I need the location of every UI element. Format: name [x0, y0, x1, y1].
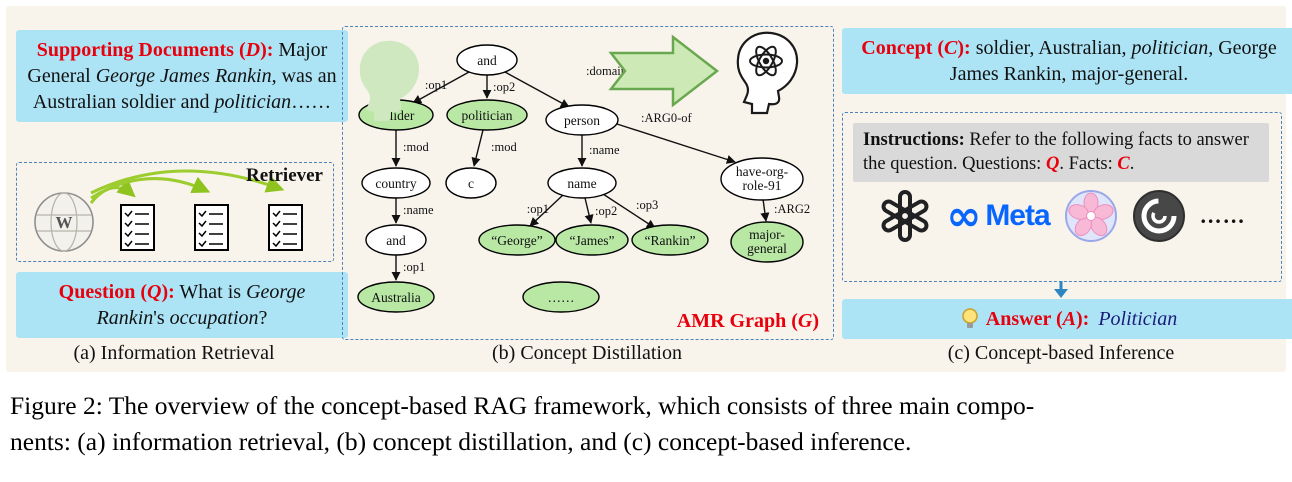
- figure-caption: Figure 2: The overview of the concept-ba…: [10, 388, 1284, 460]
- figure-caption-line-2: nents: (a) information retrieval, (b) co…: [10, 427, 912, 457]
- edge-label: :mod: [403, 140, 429, 154]
- edge-label: :name: [589, 143, 620, 157]
- meta-wordmark: Meta: [985, 198, 1050, 232]
- concept-distillation-box: :op1 :op2 :domain :mod :mod :name :name …: [342, 26, 834, 340]
- edge-label: :op2: [493, 80, 515, 94]
- inference-box: Instructions: Refer to the following fac…: [842, 112, 1282, 282]
- document-icon: [194, 204, 229, 251]
- node-name: name: [547, 167, 617, 199]
- figure-caption-line-1: Figure 2: The overview of the concept-ba…: [10, 391, 1035, 420]
- supporting-documents-label: Supporting Documents (D):: [36, 39, 274, 61]
- question-box: Question (Q): What is George Rankin's oc…: [16, 272, 348, 338]
- concept-text: soldier, Australian, politician, George …: [949, 37, 1277, 85]
- answer-label: Answer (A):: [985, 308, 1090, 330]
- sakura-logo: [1064, 190, 1117, 242]
- edge-label: :op1: [403, 260, 425, 274]
- openai-logo: [881, 190, 929, 242]
- node-australia: Australia: [357, 281, 435, 313]
- wikipedia-globe-icon: W: [34, 192, 94, 252]
- node-have-org-role-91: have-org- role-91: [720, 157, 804, 201]
- edge-label: :ARG0-of: [641, 111, 693, 125]
- svg-text:major-: major-: [749, 227, 785, 242]
- meta-infinity-icon: ∞: [946, 191, 982, 241]
- svg-text:Australia: Australia: [371, 290, 421, 305]
- script-q-symbol: Q: [1045, 154, 1060, 175]
- supporting-documents-text: Major General George James Rankin, was a…: [27, 39, 337, 113]
- node-person: person: [545, 104, 619, 136]
- svg-text:name: name: [567, 176, 596, 191]
- edge-label: :domain: [586, 64, 628, 78]
- edge-label: :op3: [636, 198, 658, 212]
- node-james: “James”: [555, 224, 629, 256]
- amr-nodes: and solider politician person country c: [357, 44, 804, 313]
- panel-c-caption: (c) Concept-based Inference: [947, 342, 1175, 364]
- supporting-documents-box: Supporting Documents (D): Major General …: [16, 30, 348, 122]
- llm-logos-row: ∞ Meta ……: [843, 189, 1281, 243]
- retriever-label: Retriever: [246, 165, 323, 186]
- retrieval-arrows: [89, 169, 285, 204]
- lightbulb-icon: [962, 308, 978, 328]
- instructions-label: Instructions:: [863, 130, 965, 150]
- flow-down-arrow-icon: [1054, 281, 1068, 298]
- node-politician: politician: [446, 99, 528, 131]
- dark-swirl-logo: [1132, 190, 1185, 242]
- document-icon: [120, 204, 155, 251]
- script-c-symbol: C: [1117, 154, 1130, 175]
- svg-text:general: general: [747, 241, 787, 256]
- svg-text:and: and: [386, 233, 406, 248]
- atom-icon: [749, 45, 783, 77]
- script-d-symbol: D: [245, 39, 261, 61]
- panel-b-caption: (b) Concept Distillation: [492, 342, 682, 364]
- edge-label: :name: [403, 203, 434, 217]
- answer-value: Politician: [1098, 308, 1178, 330]
- node-george: “George”: [478, 224, 556, 256]
- node-ellipsis: ……: [522, 281, 600, 313]
- question-label: Question (Q):: [58, 281, 175, 303]
- instructions-box: Instructions: Refer to the following fac…: [853, 123, 1269, 182]
- node-and-top: and: [456, 44, 518, 76]
- node-and-2: and: [365, 224, 427, 256]
- node-country: country: [361, 167, 431, 199]
- svg-text:“George”: “George”: [491, 233, 542, 248]
- document-icon: [268, 204, 303, 251]
- edge-label: :op2: [595, 204, 617, 218]
- distill-arrow-icon: [608, 34, 720, 108]
- edge-label: :mod: [491, 140, 517, 154]
- amr-edge-labels: :op1 :op2 :domain :mod :mod :name :name …: [403, 64, 810, 274]
- more-llms-ellipsis: ……: [1199, 203, 1246, 228]
- answer-box: Answer (A): Politician: [842, 299, 1292, 339]
- node-major-general: major- general: [730, 221, 804, 263]
- concept-box: Concept (C): soldier, Australian, politi…: [842, 28, 1292, 94]
- wiki-letter: W: [56, 213, 73, 232]
- node-c: c: [445, 167, 497, 199]
- svg-text:and: and: [477, 53, 497, 68]
- panel-a-caption: (a) Information Retrieval: [73, 342, 275, 364]
- svg-text:country: country: [375, 176, 416, 191]
- script-c-symbol: C: [944, 37, 958, 59]
- svg-text:“James”: “James”: [570, 233, 615, 248]
- concept-label: Concept (C):: [861, 37, 971, 59]
- amr-graph: :op1 :op2 :domain :mod :mod :name :name …: [357, 31, 810, 313]
- svg-text:person: person: [564, 113, 600, 128]
- svg-text:have-org-: have-org-: [736, 164, 789, 179]
- edge-label: :op1: [527, 202, 549, 216]
- script-g-symbol: G: [797, 310, 813, 332]
- edge-label: :op1: [425, 78, 447, 92]
- svg-text:“Rankin”: “Rankin”: [645, 233, 696, 248]
- svg-text:……: ……: [548, 290, 575, 305]
- meta-logo: ∞ Meta: [946, 191, 1050, 241]
- question-text: What is George Rankin's occupation?: [96, 281, 306, 329]
- svg-text:politician: politician: [462, 108, 513, 123]
- script-a-symbol: A: [1062, 308, 1076, 330]
- node-rankin: “Rankin”: [631, 224, 709, 256]
- amr-edges: [391, 71, 770, 281]
- svg-text:c: c: [468, 176, 474, 191]
- script-q-symbol: Q: [147, 281, 162, 303]
- ai-head-icon: [359, 31, 799, 121]
- edge-label: :ARG2: [774, 202, 810, 216]
- retriever-box: W Retriever: [16, 162, 334, 262]
- amr-graph-label: AMR Graph (G): [676, 310, 819, 332]
- svg-text:role-91: role-91: [743, 178, 782, 193]
